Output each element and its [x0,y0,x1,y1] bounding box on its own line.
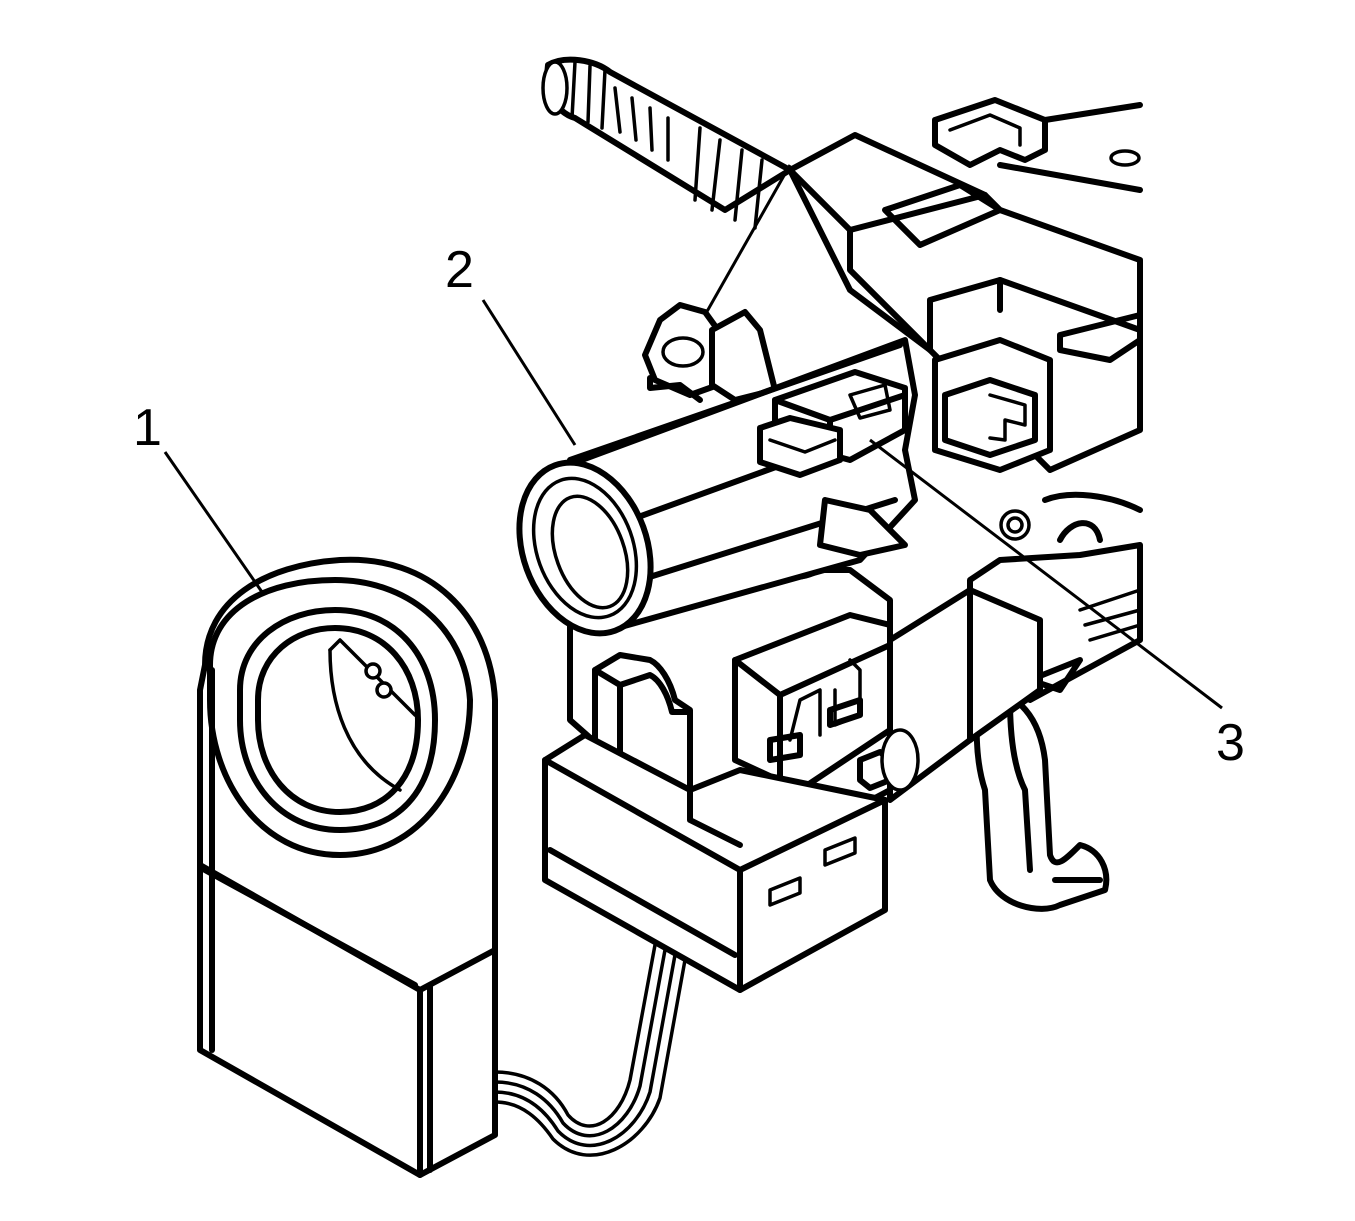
callout-label-3: 3 [1216,714,1245,772]
callout-label-2: 2 [445,241,474,299]
callout-leaders [163,164,1223,710]
leader-line-column [703,164,792,316]
leader-line-3 [869,438,1223,710]
ignition-switch-bezel [197,556,498,1178]
callout-label-1: 1 [133,399,162,457]
electrical-connector [757,369,908,478]
leader-line-2 [481,299,577,446]
ignition-switch-housing [542,567,920,993]
steering-column [541,56,1143,912]
callout-labels: 1 2 3 [133,241,1245,772]
leader-line-1 [163,451,264,593]
